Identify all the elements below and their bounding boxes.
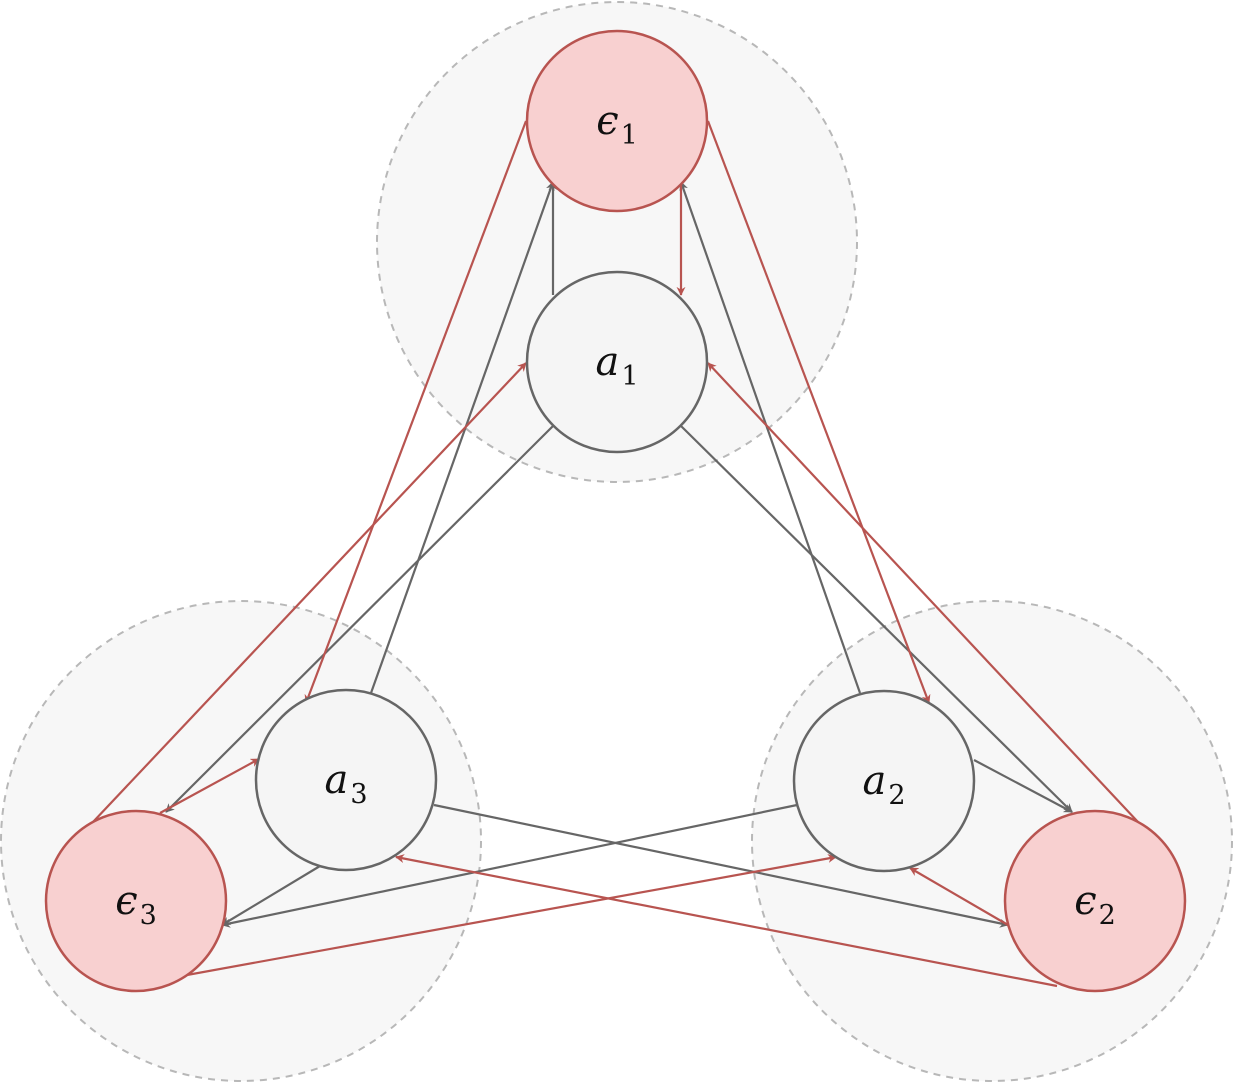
edge-a3-e2 [433, 803, 1009, 928]
node-a3-subscript: 3 [350, 779, 367, 810]
node-a3-label: a [324, 757, 348, 803]
edge-e2-a2 [909, 867, 1009, 926]
node-e1-subscript: 1 [621, 120, 638, 151]
node-e2-subscript: 2 [1099, 900, 1116, 931]
svg-text:a2: a2 [862, 758, 905, 811]
edge-e2-a1 [707, 362, 1139, 823]
edges [92, 120, 1139, 988]
node-a1-label: a [595, 339, 619, 385]
edge-e3-a3 [159, 758, 260, 814]
node-a2-subscript: 2 [888, 780, 905, 811]
edge-a1-e2 [680, 425, 1073, 813]
edge-e1-a2 [706, 120, 931, 704]
node-e2-label: ϵ [1074, 878, 1096, 924]
edge-a1-e3 [165, 425, 554, 813]
svg-text:ϵ1: ϵ1 [596, 98, 638, 151]
node-e3-label: ϵ [115, 878, 137, 924]
svg-text:a3: a3 [324, 757, 367, 810]
node-a1[interactable]: a1 [525, 270, 709, 454]
edge-a3-e1 [369, 181, 555, 694]
node-a2-label: a [862, 758, 886, 804]
edge-e3-a2 [175, 854, 837, 979]
node-a3[interactable]: a3 [254, 688, 438, 872]
nodes: a1 a2 a3 ϵ1 ϵ2 [44, 29, 1187, 993]
edge-e3-a1 [92, 362, 527, 823]
node-e3-subscript: 3 [140, 900, 157, 931]
edge-a2-e1 [679, 181, 862, 694]
svg-text:a1: a1 [595, 339, 638, 392]
edge-e2-a3 [395, 854, 1058, 988]
edge-a3-e3 [221, 865, 321, 926]
node-e3[interactable]: ϵ3 [44, 809, 228, 993]
edge-a2-e2 [973, 759, 1073, 813]
node-a2[interactable]: a2 [792, 689, 976, 873]
group-1-boundary [376, 1, 858, 483]
edge-e1-a3 [304, 120, 528, 704]
svg-text:ϵ2: ϵ2 [1074, 878, 1116, 931]
svg-text:ϵ3: ϵ3 [115, 878, 157, 931]
node-a1-subscript: 1 [621, 361, 638, 392]
node-e2[interactable]: ϵ2 [1003, 809, 1187, 993]
node-e1-label: ϵ [596, 98, 618, 144]
edge-a2-e3 [221, 803, 798, 928]
node-e1[interactable]: ϵ1 [525, 29, 709, 213]
